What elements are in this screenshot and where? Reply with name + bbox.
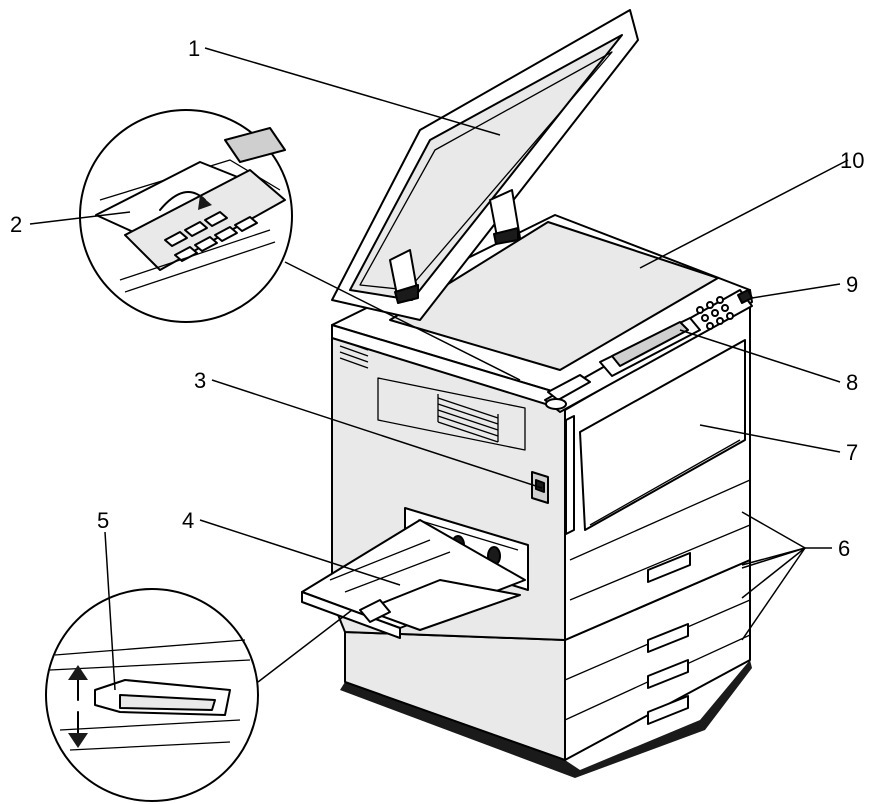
- operation-panel: [544, 289, 753, 413]
- callout-1: 1: [188, 36, 200, 61]
- paper-bank-unit: [340, 559, 752, 778]
- top-deck: [331, 214, 753, 413]
- tray-handle-3: [647, 659, 689, 689]
- inset-paper-guide: [45, 588, 353, 802]
- inset-operation-panel-cover: [79, 109, 521, 381]
- callout-leaders: [29, 47, 849, 691]
- tray-handle-1: [647, 552, 691, 583]
- callout-2: 2: [10, 212, 22, 237]
- callout-9: 9: [846, 272, 858, 297]
- exposure-glass: [389, 221, 719, 371]
- callout-numbers: 1 2 3 4 5 6 7 8 9 10: [10, 36, 864, 561]
- callout-10: 10: [840, 148, 864, 173]
- exposure-glass-cover: [331, 9, 639, 321]
- side-vent: [437, 394, 499, 443]
- bypass-tray: [301, 507, 529, 639]
- front-cover: [579, 339, 746, 531]
- callout-6: 6: [838, 536, 850, 561]
- callout-4: 4: [182, 508, 194, 533]
- tray-handle-4: [647, 695, 689, 725]
- callout-3: 3: [194, 368, 206, 393]
- tray-handle-2: [647, 623, 689, 653]
- callout-7: 7: [846, 440, 858, 465]
- callout-8: 8: [846, 370, 858, 395]
- callout-5: 5: [97, 508, 109, 533]
